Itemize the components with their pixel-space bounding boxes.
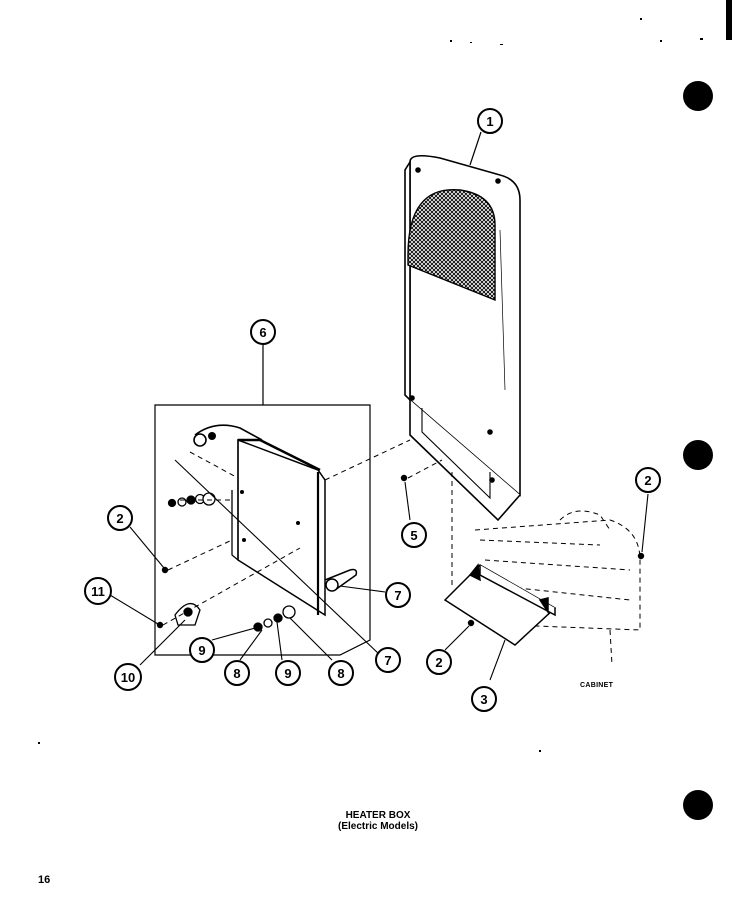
svg-text:10: 10	[121, 670, 135, 685]
callout-1: 1	[477, 108, 503, 134]
svg-text:7: 7	[394, 588, 401, 603]
callout-2: 2	[107, 505, 133, 531]
page-number: 16	[38, 874, 51, 886]
heating-element-assembly	[154, 404, 371, 656]
mounting-bracket	[443, 563, 557, 646]
callout-7: 7	[375, 647, 401, 673]
leader-line	[469, 131, 482, 166]
screws	[156, 474, 645, 629]
svg-text:9: 9	[198, 643, 205, 658]
svg-text:2: 2	[435, 655, 442, 670]
callout-3: 3	[471, 686, 497, 712]
figure-subtitle: (Electric Models)	[337, 821, 419, 832]
svg-text:8: 8	[233, 666, 240, 681]
callout-2: 2	[635, 467, 661, 493]
callout-2: 2	[426, 649, 452, 675]
binder-hole	[683, 81, 713, 111]
callout-11: 11	[84, 577, 112, 605]
callout-7: 7	[385, 582, 411, 608]
svg-text:5: 5	[410, 528, 417, 543]
insulator-stack-lower	[253, 605, 296, 632]
binder-hole	[683, 440, 713, 470]
callout-9: 9	[275, 660, 301, 686]
callout-6: 6	[250, 319, 276, 345]
assembly-dashed-lines	[162, 439, 641, 666]
stray-dots	[38, 742, 541, 752]
svg-text:3: 3	[480, 692, 487, 707]
callout-8: 8	[224, 660, 250, 686]
insulator-stack-upper	[167, 492, 216, 508]
svg-text:2: 2	[644, 473, 651, 488]
binder-hole	[683, 790, 713, 820]
cabinet-label: CABINET	[580, 682, 614, 689]
svg-text:2: 2	[116, 511, 123, 526]
callout-5: 5	[401, 522, 427, 548]
callout-10: 10	[114, 663, 142, 691]
svg-text:1: 1	[486, 114, 493, 129]
svg-text:11: 11	[91, 584, 105, 599]
figure-title: HEATER BOX	[345, 810, 411, 821]
callout-9: 9	[189, 637, 215, 663]
svg-text:8: 8	[337, 666, 344, 681]
svg-text:7: 7	[384, 653, 391, 668]
callout-8: 8	[328, 660, 354, 686]
leader-lines	[109, 459, 649, 681]
scan-marks	[450, 0, 732, 45]
heater-duct-panel	[404, 154, 521, 522]
svg-text:6: 6	[259, 325, 266, 340]
svg-text:9: 9	[284, 666, 291, 681]
